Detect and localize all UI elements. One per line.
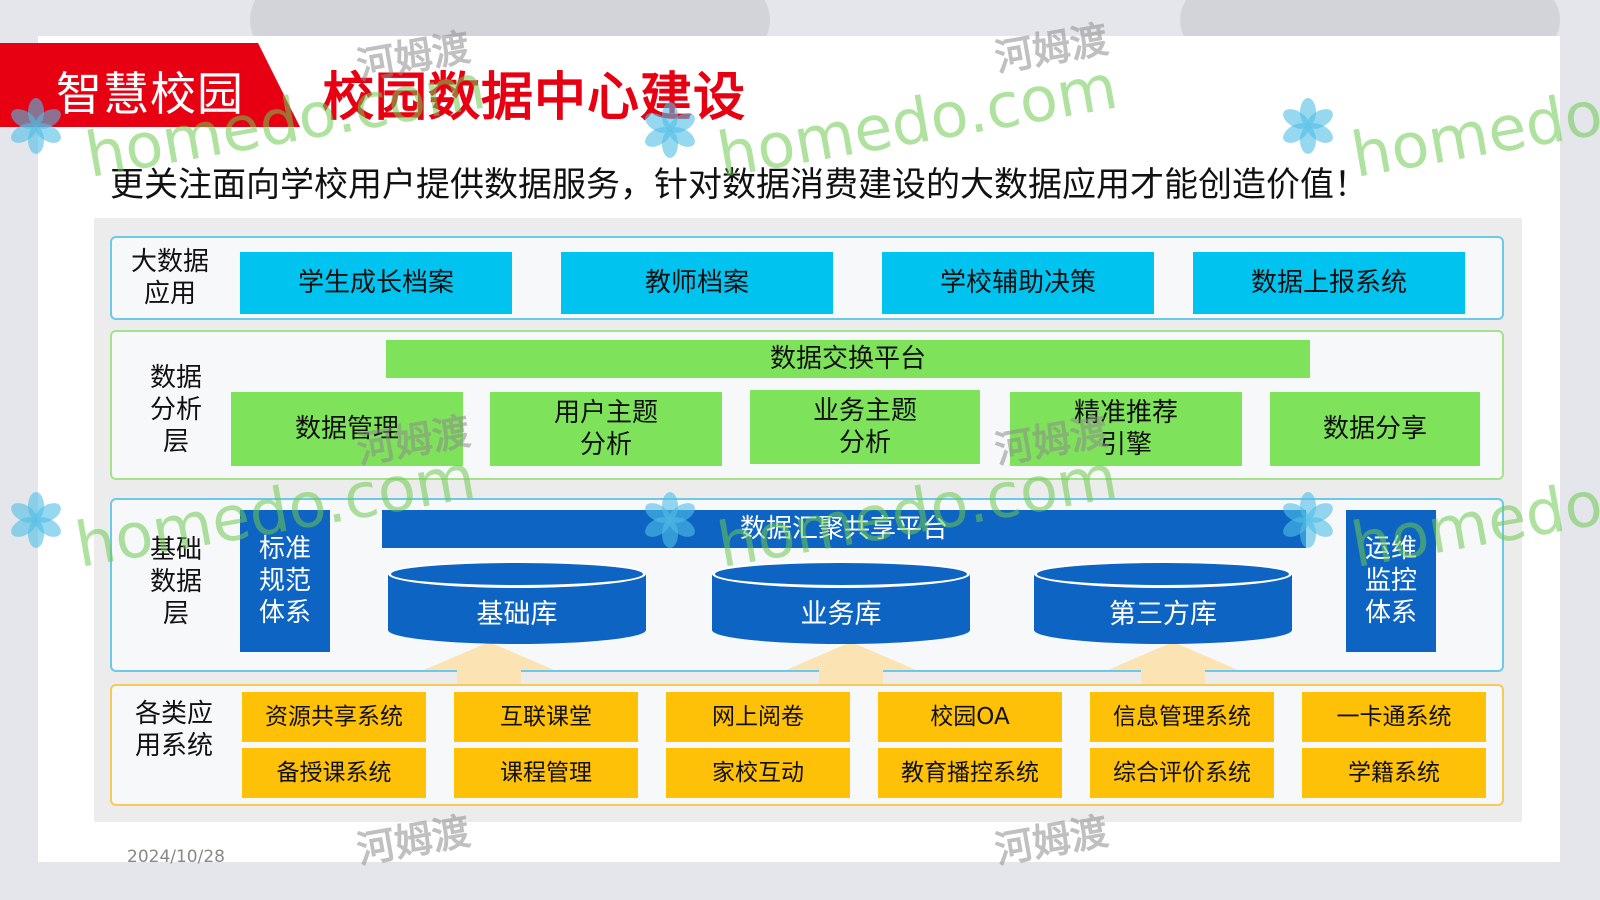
layer-label-analysis: 数据分析层	[149, 363, 202, 457]
app-box-data-report: 数据上报系统	[1193, 252, 1465, 314]
system-lesson-prep: 备授课系统	[242, 748, 426, 798]
analysis-box-data-share: 数据分享	[1270, 392, 1480, 466]
system-campus-card: 一卡通系统	[1302, 692, 1486, 742]
watermark-flower-icon	[6, 490, 66, 550]
system-online-classroom: 互联课堂	[454, 692, 638, 742]
analysis-box-data-management: 数据管理	[231, 392, 463, 466]
ops-monitor-system: 运维监控体系	[1346, 510, 1436, 652]
system-course-management: 课程管理	[454, 748, 638, 798]
data-sharing-platform: 数据汇聚共享平台	[382, 510, 1306, 548]
analysis-box-user-topic: 用户主题分析	[490, 392, 722, 466]
app-box-teacher-archive: 教师档案	[561, 252, 833, 314]
layer-label-systems: 各类应用系统	[134, 699, 213, 761]
watermark-flower-icon	[640, 490, 700, 550]
db-cylinder-business: 业务库	[712, 560, 970, 656]
system-resource-share: 资源共享系统	[242, 692, 426, 742]
system-info-management: 信息管理系统	[1090, 692, 1274, 742]
system-home-school: 家校互动	[666, 748, 850, 798]
db-label: 业务库	[800, 599, 882, 630]
slide-date: 2024/10/28	[127, 847, 225, 867]
section-tag-label: 智慧校园	[56, 67, 244, 121]
data-exchange-platform: 数据交换平台	[386, 340, 1310, 378]
db-label: 基础库	[476, 599, 558, 630]
watermark-flower-icon	[6, 96, 66, 156]
standard-spec-system: 标准规范体系	[240, 510, 330, 652]
system-online-marking: 网上阅卷	[666, 692, 850, 742]
app-box-student-archive: 学生成长档案	[240, 252, 512, 314]
db-label: 第三方库	[1109, 599, 1217, 630]
watermark-flower-icon	[1278, 490, 1338, 550]
app-box-decision-support: 学校辅助决策	[882, 252, 1154, 314]
analysis-box-business-topic: 业务主题分析	[750, 390, 980, 464]
system-broadcast-control: 教育播控系统	[878, 748, 1062, 798]
watermark-flower-icon	[1278, 96, 1338, 156]
page-subtitle: 更关注面向学校用户提供数据服务，针对数据消费建设的大数据应用才能创造价值！	[110, 165, 1368, 205]
system-student-registry: 学籍系统	[1302, 748, 1486, 798]
system-campus-oa: 校园OA	[878, 692, 1062, 742]
analysis-box-recommend-engine: 精准推荐引擎	[1010, 392, 1242, 466]
layer-label-app: 大数据应用	[130, 247, 209, 309]
system-evaluation: 综合评价系统	[1090, 748, 1274, 798]
db-cylinder-third-party: 第三方库	[1034, 560, 1292, 656]
layer-label-base: 基础数据层	[149, 535, 202, 629]
db-cylinder-basic: 基础库	[388, 560, 646, 656]
watermark-flower-icon	[640, 100, 700, 160]
